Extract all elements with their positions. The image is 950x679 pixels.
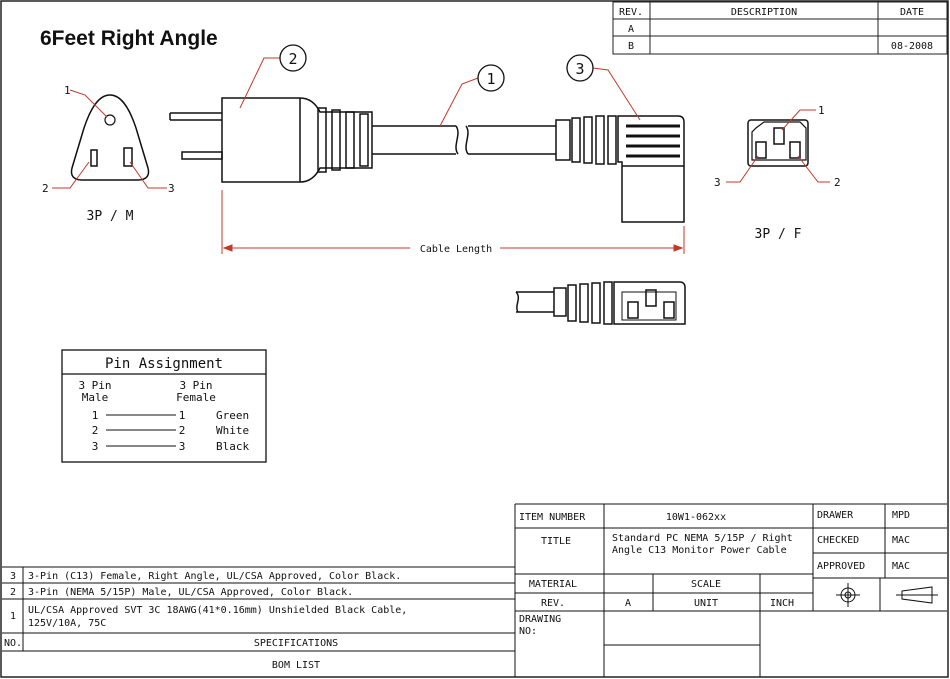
- bom-row-no: 1: [10, 611, 16, 622]
- rev-a: A: [628, 24, 634, 35]
- drawer-value: MPD: [892, 510, 910, 521]
- female-col-header-1: 3 Pin: [179, 379, 212, 392]
- unit-value: INCH: [770, 598, 794, 609]
- rev-value: A: [625, 598, 631, 609]
- callout-3: 3: [575, 60, 584, 78]
- pin-row-color: Green: [216, 409, 249, 422]
- material-label: MATERIAL: [529, 579, 577, 590]
- checked-label: CHECKED: [817, 535, 859, 546]
- bom-row-spec-line: 125V/10A, 75C: [28, 618, 106, 629]
- pin-row-female: 2: [179, 424, 186, 437]
- cable-assembly: [169, 97, 685, 223]
- title-line: Angle C13 Monitor Power Cable: [612, 545, 787, 556]
- cable-length-dimension: [221, 190, 685, 254]
- revision-table: REV. DESCRIPTION DATE A B 08-2008: [612, 1, 948, 55]
- pin-row-color: Black: [216, 440, 249, 453]
- connector-alt-view: [515, 281, 686, 325]
- male-pin-2-label: 2: [42, 182, 49, 195]
- pin-row-male: 1: [92, 409, 99, 422]
- pin-row-male: 2: [92, 424, 99, 437]
- rev-b: B: [628, 41, 634, 52]
- drawing-title: 6Feet Right Angle: [40, 27, 218, 50]
- date-header: DATE: [900, 7, 924, 18]
- title-label: TITLE: [541, 536, 571, 547]
- projection-symbol-icon: [836, 583, 860, 607]
- title-block: [514, 503, 947, 677]
- item-number-value: 10W1-062xx: [666, 512, 726, 523]
- pin-assignment-table: [61, 349, 267, 463]
- pin-assignment-title: Pin Assignment: [105, 356, 223, 372]
- bom-table: [2, 566, 515, 652]
- bom-header-spec: SPECIFICATIONS: [254, 638, 338, 649]
- pin-row-male: 3: [92, 440, 99, 453]
- bom-row-spec: 3-Pin (NEMA 5/15P) Male, UL/CSA Approved…: [28, 587, 353, 598]
- title-line: Standard PC NEMA 5/15P / Right: [612, 533, 793, 544]
- checked-value: MAC: [892, 535, 910, 546]
- bom-header-no: NO.: [4, 638, 22, 649]
- male-col-header-2: Male: [82, 391, 109, 404]
- pin-row-female: 3: [179, 440, 186, 453]
- female-plug-face: [747, 119, 809, 167]
- bom-row-spec-line: UL/CSA Approved SVT 3C 18AWG(41*0.16mm) …: [28, 605, 407, 616]
- female-col-header-2: Female: [176, 391, 216, 404]
- male-col-header-1: 3 Pin: [78, 379, 111, 392]
- bom-row-no: 3: [10, 571, 16, 582]
- drawer-label: DRAWER: [817, 510, 854, 521]
- bom-row-spec: 3-Pin (C13) Female, Right Angle, UL/CSA …: [28, 571, 401, 582]
- female-pin-2-label: 2: [834, 176, 841, 189]
- unit-label: UNIT: [694, 598, 718, 609]
- female-pin-1-label: 1: [818, 104, 825, 117]
- cable-length-label: Cable Length: [420, 244, 492, 255]
- male-plug-label: 3P / M: [87, 209, 134, 224]
- male-pin-1-label: 1: [64, 84, 71, 97]
- female-plug-label: 3P / F: [755, 227, 802, 242]
- male-pin-3-label: 3: [168, 182, 175, 195]
- male-plug-face: [70, 94, 150, 181]
- callout-2: 2: [288, 50, 297, 68]
- bom-footer: BOM LIST: [272, 660, 320, 671]
- callout-circles: [279, 44, 594, 92]
- female-pin-leaders: [726, 109, 830, 183]
- drawing-no-label: DRAWING: [519, 614, 561, 625]
- cone-symbol-icon: [896, 586, 938, 604]
- description-header: DESCRIPTION: [731, 7, 797, 18]
- callout-leaders: [239, 57, 641, 127]
- scale-label: SCALE: [691, 579, 721, 590]
- item-number-label: ITEM NUMBER: [519, 512, 586, 523]
- drawing-no-label: NO:: [519, 626, 537, 637]
- male-pin-leaders: [52, 89, 167, 189]
- approved-value: MAC: [892, 561, 910, 572]
- female-pin-3-label: 3: [714, 176, 721, 189]
- pin-row-female: 1: [179, 409, 186, 422]
- callout-1: 1: [486, 70, 495, 88]
- bom-row-no: 2: [10, 587, 16, 598]
- pin-row-color: White: [216, 424, 249, 437]
- rev-label: REV.: [541, 598, 565, 609]
- rev-b-date: 08-2008: [891, 41, 933, 52]
- approved-label: APPROVED: [817, 561, 865, 572]
- rev-header: REV.: [619, 7, 643, 18]
